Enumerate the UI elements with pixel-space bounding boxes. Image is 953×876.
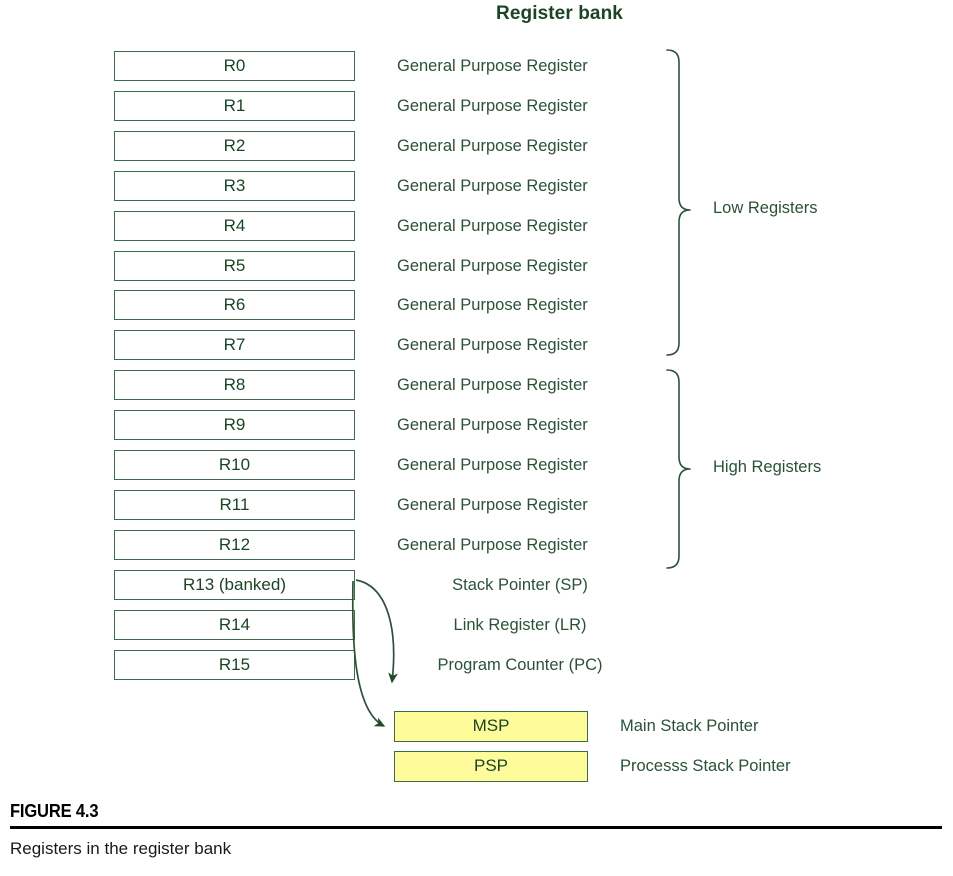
register-box: R4: [114, 210, 355, 241]
brace-high-registers: [666, 369, 691, 569]
figure-number: FIGURE 4.3: [10, 801, 99, 821]
r13-banking-arrows: [351, 579, 398, 727]
register-description: General Purpose Register: [397, 256, 588, 275]
register-description: Link Register (LR): [453, 615, 587, 634]
register-description: General Purpose Register: [397, 336, 588, 355]
group-label-high-registers: High Registers: [713, 458, 822, 476]
register-box: R0: [114, 51, 355, 81]
register-description: General Purpose Register: [397, 176, 588, 195]
figure-caption-text: Registers in the register bank: [10, 838, 232, 858]
register-box: R9: [114, 410, 355, 441]
register-description: Stack Pointer (SP): [452, 575, 588, 594]
register-group-braces: [666, 49, 691, 569]
register-description: General Purpose Register: [397, 136, 588, 155]
figure-caption-block: FIGURE 4.3 Registers in the register ban…: [10, 800, 942, 860]
register-box: R3: [114, 170, 355, 201]
register-description: General Purpose Register: [397, 495, 588, 514]
register-description: General Purpose Register: [397, 57, 588, 75]
register-description: General Purpose Register: [397, 296, 588, 315]
register-box: R14: [114, 609, 355, 640]
arrow-r13-to-psp: [351, 580, 386, 727]
register-box: R10: [114, 450, 355, 480]
register-description: General Purpose Register: [397, 535, 588, 554]
register-description: General Purpose Register: [397, 216, 588, 235]
register-box: R15: [114, 649, 355, 680]
register-box: R1: [114, 90, 355, 121]
register-box: R13 (banked): [114, 569, 355, 600]
register-box: R12: [114, 529, 355, 560]
diagram-title: Register bank: [0, 3, 953, 25]
register-box: R5: [114, 250, 355, 281]
caption-divider: [10, 826, 942, 829]
brace-low-registers: [666, 49, 691, 356]
register-box: R6: [114, 290, 355, 321]
stack-pointer-box-psp: PSP: [394, 751, 588, 782]
diagram-title-text: Register bank: [496, 3, 623, 24]
stack-pointer-box-msp: MSP: [394, 711, 588, 742]
register-description: Program Counter (PC): [437, 655, 603, 674]
register-description: General Purpose Register: [397, 416, 588, 435]
register-description: General Purpose Register: [397, 456, 588, 474]
register-description: General Purpose Register: [397, 96, 588, 115]
register-box: R7: [114, 330, 355, 361]
stack-pointer-label-psp: Processs Stack Pointer: [620, 757, 791, 775]
register-box: R8: [114, 370, 355, 401]
register-box: R11: [114, 489, 355, 520]
register-description: General Purpose Register: [397, 376, 588, 395]
group-label-low-registers: Low Registers: [713, 199, 818, 217]
arrow-r13-to-msp: [355, 579, 398, 684]
stack-pointer-label-msp: Main Stack Pointer: [620, 717, 759, 735]
register-box: R2: [114, 130, 355, 161]
